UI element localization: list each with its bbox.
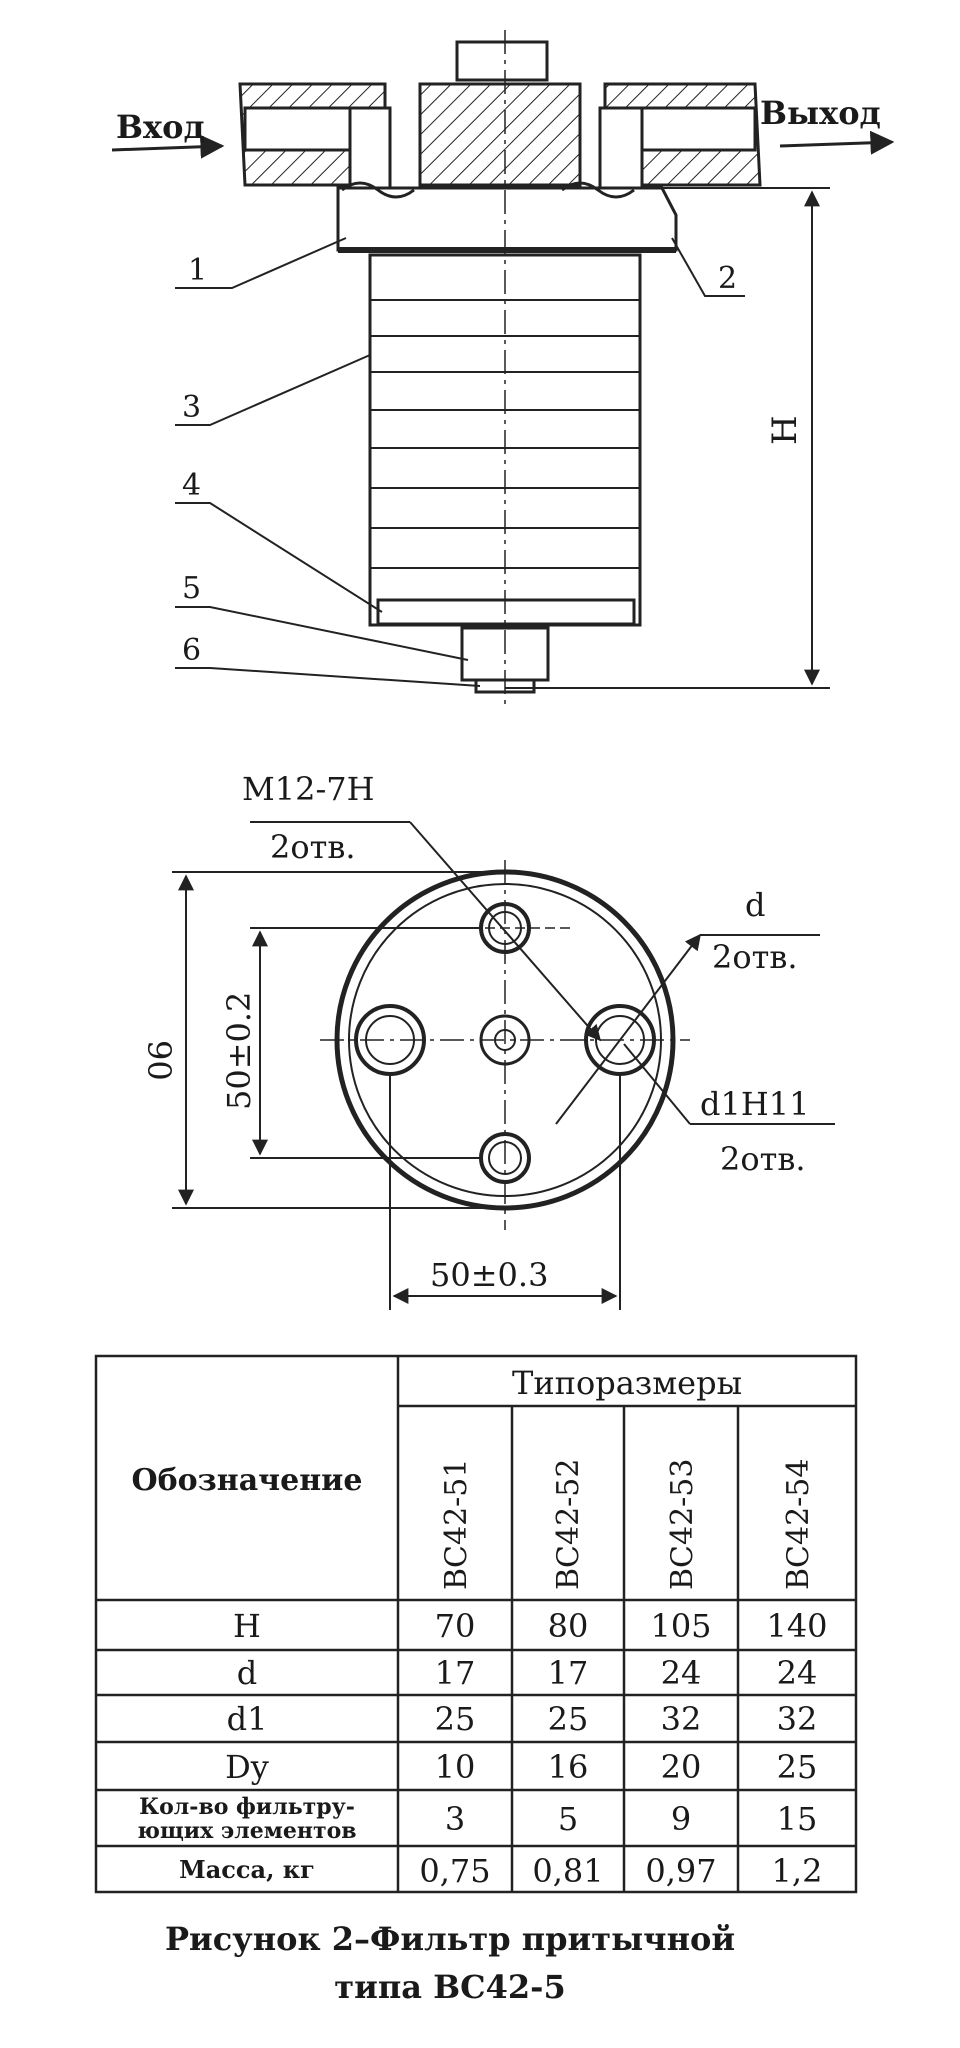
cell-d1-4: 32 (777, 1700, 818, 1738)
row-label-dy: Dy (225, 1748, 269, 1786)
inlet-arrow (111, 134, 225, 159)
row-label-elements-1: Кол-во фильтру- (139, 1794, 355, 1820)
seal-right (561, 181, 635, 199)
cell-d1-1: 25 (435, 1700, 476, 1738)
cell-mass-2: 0,81 (532, 1852, 603, 1890)
col-header-4: ВС42-54 (781, 1459, 816, 1590)
outlet-riser (598, 106, 644, 190)
caption-line-1: Рисунок 2–Фильтр притычной (165, 1920, 735, 1958)
cell-el-4: 15 (777, 1800, 818, 1838)
cell-el-2: 5 (558, 1800, 578, 1838)
inlet-label: Вход (116, 108, 205, 146)
cell-d-3: 24 (661, 1654, 702, 1692)
callout-1: 1 (188, 253, 207, 288)
callout-6: 6 (182, 633, 201, 668)
cell-h-1: 70 (435, 1607, 476, 1645)
designation-header: Обозначение (131, 1463, 362, 1498)
col-header-3: ВС42-53 (665, 1459, 700, 1590)
top-bolt-head (455, 40, 549, 82)
section-view (238, 30, 762, 705)
inlet-riser (348, 106, 392, 190)
outlet-label: Выход (760, 94, 881, 132)
cell-h-3: 105 (650, 1607, 711, 1645)
cell-d-2: 17 (548, 1654, 589, 1692)
callout-leaders (175, 237, 745, 687)
plan-leaders (250, 821, 835, 1125)
callout-4: 4 (182, 468, 201, 503)
cell-dy-4: 25 (777, 1748, 818, 1786)
outlet-arrow (779, 130, 895, 155)
cell-dy-1: 10 (435, 1748, 476, 1786)
d1-label: d1H11 (700, 1085, 809, 1123)
dim-50-vertical: 50±0.2 (220, 992, 258, 1110)
types-header: Типоразмеры (512, 1364, 742, 1402)
cell-el-3: 9 (671, 1800, 691, 1838)
seal-left (341, 181, 415, 199)
col-header-1: ВС42-51 (439, 1459, 474, 1590)
callout-3: 3 (182, 390, 201, 425)
cell-d-1: 17 (435, 1654, 476, 1692)
cell-mass-1: 0,75 (419, 1852, 490, 1890)
cell-mass-3: 0,97 (645, 1852, 716, 1890)
h-dimension-label: H (765, 415, 805, 445)
cell-d1-2: 25 (548, 1700, 589, 1738)
callout-5: 5 (182, 571, 201, 606)
row-label-d: d (237, 1654, 257, 1692)
dim-50-horizontal: 50±0.3 (430, 1256, 548, 1294)
cell-h-4: 140 (766, 1607, 827, 1645)
caption-line-2: типа ВС42-5 (334, 1968, 565, 2006)
row-label-d1: d1 (227, 1700, 268, 1738)
cell-mass-4: 1,2 (772, 1852, 823, 1890)
plan-view (320, 860, 690, 1230)
cell-h-2: 80 (548, 1607, 589, 1645)
plate-center (418, 82, 582, 187)
row-label-elements-2: ющих элементов (137, 1818, 356, 1844)
d-label: d (745, 886, 765, 924)
thread-count: 2отв. (270, 828, 356, 866)
cell-d-4: 24 (777, 1654, 818, 1692)
row-label-mass: Масса, кг (179, 1855, 315, 1884)
plan-dimensions (172, 871, 621, 1310)
flow-arrows (111, 130, 895, 159)
parameters-table: Обозначение Типоразмеры ВС42-51 ВС42-52 … (94, 1354, 858, 1894)
callout-2: 2 (718, 261, 737, 296)
dim-90: 90 (140, 1040, 178, 1081)
cell-el-1: 3 (445, 1800, 465, 1838)
bottom-plate (376, 598, 636, 626)
d-count: 2отв. (712, 938, 798, 976)
d1-count: 2отв. (720, 1140, 806, 1178)
h-dimension (505, 187, 830, 689)
row-label-h: H (233, 1607, 261, 1645)
cell-dy-2: 16 (548, 1748, 589, 1786)
col-header-2: ВС42-52 (551, 1459, 586, 1590)
cell-d1-3: 32 (661, 1700, 702, 1738)
thread-label: M12-7H (242, 770, 375, 808)
cell-dy-3: 20 (661, 1748, 702, 1786)
